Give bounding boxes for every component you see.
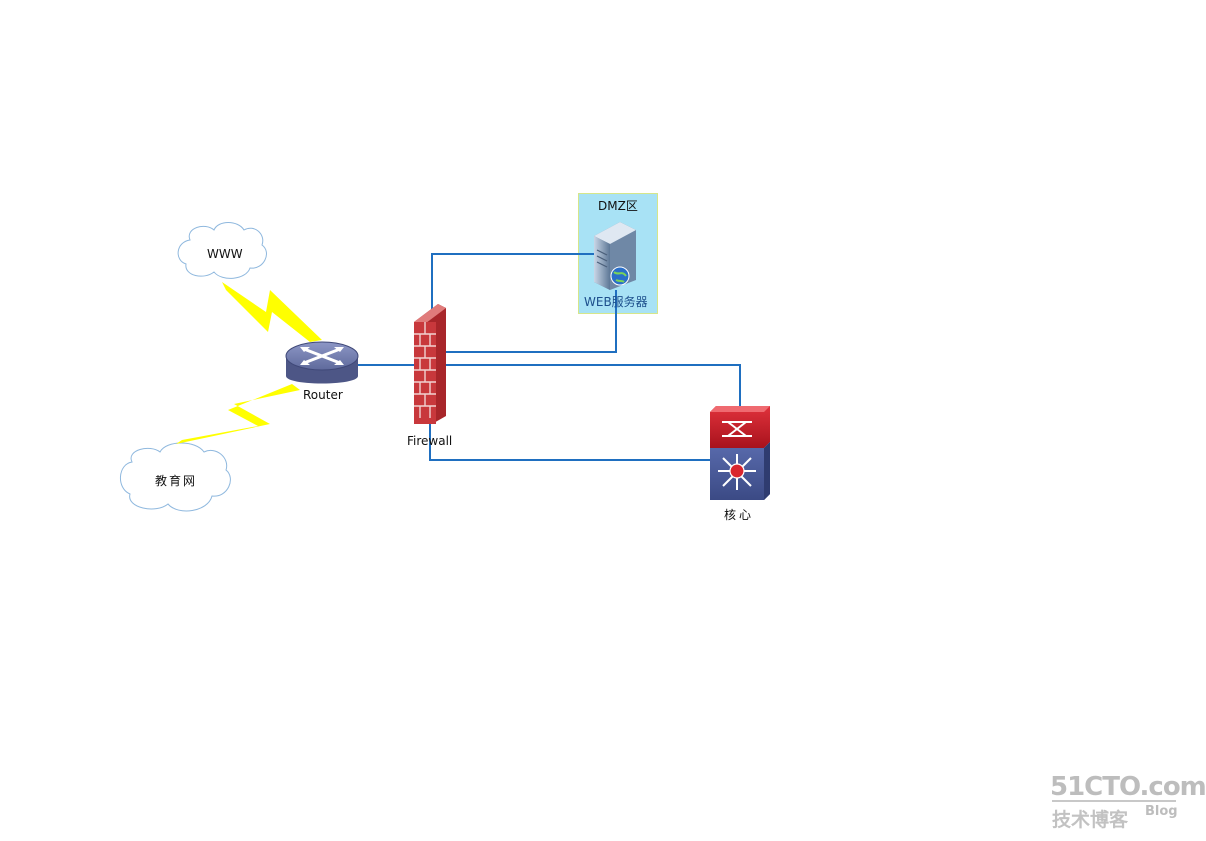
router-label: Router — [303, 388, 343, 402]
watermark-divider — [1052, 800, 1176, 802]
dmz-label: DMZ区 — [598, 199, 638, 213]
firewall-label: Firewall — [407, 434, 453, 448]
web-server-label: WEB服务器 — [584, 295, 648, 309]
core-switch-icon — [710, 406, 770, 500]
cloud-www-label: WWW — [207, 247, 243, 261]
watermark-blog: Blog — [1145, 804, 1178, 819]
web-server-icon — [594, 222, 636, 290]
lightning-link-edu — [176, 384, 300, 444]
core-switch-label: 核心 — [724, 508, 755, 522]
cloud-edu — [120, 442, 231, 512]
cloud-edu-label: 教育网 — [155, 474, 198, 488]
lightning-link-www — [222, 282, 322, 342]
watermark-brand: 51CTO.com — [1050, 772, 1206, 802]
watermark-sub: 技术博客 — [1052, 809, 1129, 831]
links — [358, 253, 741, 461]
router-icon — [285, 341, 359, 384]
cloud-www — [177, 222, 267, 279]
firewall-icon — [414, 304, 446, 424]
